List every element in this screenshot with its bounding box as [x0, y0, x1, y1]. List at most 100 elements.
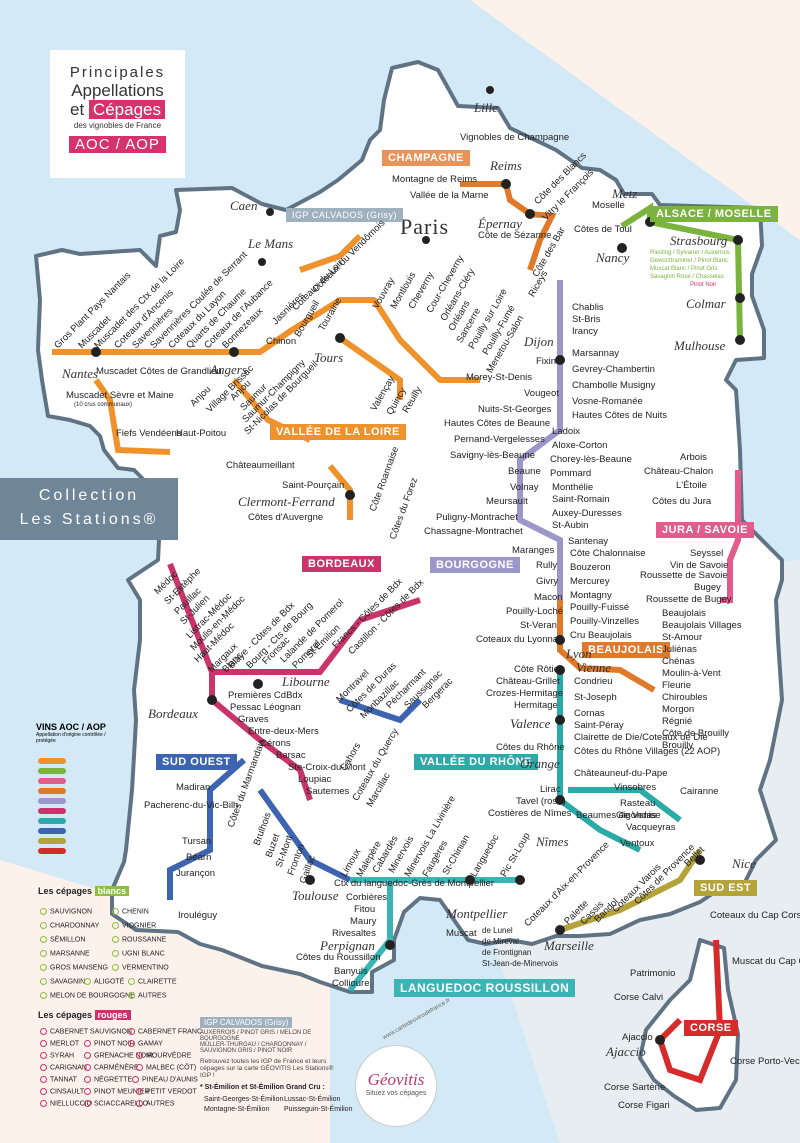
stn-languedoc: Côtes du Roussillon — [296, 952, 381, 963]
stn-bourgogne: Meursault — [486, 496, 528, 507]
legend-swatch — [38, 848, 66, 854]
legend-item: UGNI BLANC — [112, 950, 165, 957]
legend-item: TANNAT — [40, 1076, 77, 1083]
stn-beaujolais: Régnié — [662, 716, 693, 727]
stn-bourgogne: Pouilly-Vinzelles — [570, 616, 639, 627]
region-sudest: SUD EST — [694, 880, 758, 896]
stn-languedoc: Maury — [350, 916, 377, 927]
city-lyon: Lyon — [566, 646, 592, 661]
stn-jura: Château-Chalon — [644, 466, 714, 477]
city-angers: Angers — [210, 362, 247, 377]
legend-vins-subtitle: Appellation d'origine contrôlée / protég… — [36, 732, 106, 744]
stn-bourgogne: Côte Chalonnaise — [570, 548, 646, 559]
stn-rhone: Côtes du Rhône Villages (22 AOP) — [574, 746, 721, 757]
title-box: Principales Appellations et Cépages des … — [50, 50, 185, 178]
legend-item: CARIGNAN — [40, 1064, 87, 1071]
line-sudest — [559, 848, 703, 933]
stn-bourgogne: Saint-Romain — [552, 494, 610, 505]
stn-jura: Roussette de Bugey — [646, 594, 732, 605]
legend-item: CHARDONNAY — [40, 922, 99, 929]
stn-beaujolais: St-Amour — [662, 632, 703, 643]
city-epernay: Épernay — [478, 216, 523, 231]
stn-bourgogne: Chablis — [572, 302, 604, 313]
stn-bourgogne: Morey-St-Denis — [466, 372, 532, 383]
legend-rouges-title: Les cépages — [38, 1010, 93, 1020]
title-aop: AOP — [125, 136, 160, 153]
stn-champagne: Vallée de la Marne — [410, 190, 489, 201]
stn-bourgogne: St-Bris — [572, 314, 601, 325]
stn-languedoc: Rivesaltes — [332, 928, 376, 939]
stn-languedoc: Muscat — [446, 928, 477, 939]
city-libourne: Libourne — [282, 674, 330, 689]
stn-rhone: Château-Grillet — [496, 676, 560, 687]
city-paris: Paris — [400, 214, 449, 239]
stn-jura: L'Étoile — [676, 480, 707, 491]
title-line5: AOC / AOP — [50, 136, 185, 153]
stn-beaujolais: Côte de Brouilly — [662, 728, 730, 739]
logo-name: Géovitis — [367, 1070, 425, 1089]
legend-swatch — [38, 798, 66, 804]
city-clermont: Clermont-Ferrand — [238, 494, 335, 509]
line-sudouest-branch — [257, 788, 352, 883]
stn-bourgogne: Vosne-Romanée — [572, 396, 643, 407]
stn-alsace: Pinot Noir — [690, 282, 717, 288]
stn-languedoc: Collioure — [332, 978, 370, 989]
legend-item: AUTRES — [136, 1100, 174, 1107]
stn-bordeaux: Cérons — [260, 738, 291, 749]
region-jura: JURA / SAVOIE — [656, 522, 754, 538]
legend-item: CABERNET SAUVIGNON — [40, 1028, 132, 1035]
stn-beaujolais: Juliénas — [662, 644, 697, 655]
igp-calvados-tag: IGP CALVADOS (Grisy) — [286, 208, 404, 222]
legend-item: SAUVIGNON — [40, 908, 92, 915]
city-strasbourg: Strasbourg — [670, 233, 728, 248]
stn-beaujolais: Cru Beaujolais — [570, 630, 632, 641]
stn-corse: Corse Sartène — [604, 1082, 666, 1093]
stn-sudouest: Jurançon — [176, 868, 216, 879]
line-rhone-branch — [568, 787, 682, 823]
stn-loire: Muscadet Sèvre et Maine — [66, 390, 174, 401]
stn-languedoc: St-Jean-de-Minervois — [482, 959, 559, 968]
stn-bourgogne: Hautes Côtes de Beaune — [444, 418, 551, 429]
stn-bourgogne: Chambolle Musigny — [572, 380, 656, 391]
stn-loire: Saint-Pourçain — [282, 480, 345, 491]
stn-rhone: Gigondas — [616, 810, 657, 821]
stn-bourgogne: St-Aubin — [552, 520, 589, 531]
stn-languedoc: de Mireval — [482, 937, 519, 946]
region-bordeaux: BORDEAUX — [302, 556, 381, 572]
collection-banner: Collection Les Stations® — [0, 478, 178, 540]
title-line3: et Cépages — [50, 100, 185, 120]
legend-item: ROUSSANNE — [112, 936, 166, 943]
stn-beaujolais: Beaujolais — [662, 608, 706, 619]
stn-bourgogne: Marsannay — [572, 348, 619, 359]
legend-swatch — [38, 788, 66, 794]
stn-beaujolais: Chénas — [662, 656, 695, 667]
city-orange: Orange — [520, 756, 560, 771]
stn-alsace: Savagnin Rose / Chasselas — [650, 274, 724, 280]
stn-rhone: Lirac — [540, 784, 561, 795]
city-nimes: Nîmes — [536, 834, 569, 849]
stn-alsace: Gewurztraminer / Pinot Blanc — [650, 258, 729, 264]
stn-beaujolais: Brouilly — [662, 740, 694, 751]
stn-jura: Vin de Savoie — [670, 560, 729, 571]
stn-beaujolais: Moulin-à-Vent — [662, 668, 721, 679]
note-item: Montagne-St-Émilion — [204, 1106, 270, 1113]
legend-item: CLAIRETTE — [128, 978, 177, 985]
region-champagne: CHAMPAGNE — [382, 150, 470, 166]
legend-item: PINOT NOIR — [84, 1040, 135, 1047]
city-vienne: Vienne — [576, 660, 612, 675]
stn-bourgogne: Nuits-St-Georges — [478, 404, 552, 415]
legend-rouges-tag: rouges — [94, 1010, 131, 1020]
stn-beaujolais: Coteaux du Lyonnais — [476, 634, 565, 645]
stn-languedoc: Ctx du languedoc-Grès de Montpellier — [334, 878, 495, 889]
legend-blancs-tag: blancs — [94, 886, 130, 896]
legend-item: ALIGOTÉ — [84, 978, 124, 985]
legend-item: VERMENTINO — [112, 964, 169, 971]
legend-item: CHENIN — [112, 908, 149, 915]
igp-box: IGP CALVADOS (Grisy) AUXERROIS / PINOT G… — [200, 1017, 334, 1079]
city-tours: Tours — [314, 350, 344, 365]
stn-sudouest: Madiran — [176, 782, 211, 793]
note-item: Saint-Georges-St-Émilion — [204, 1096, 284, 1103]
line-rhone — [557, 670, 642, 853]
legend-item: GROS MANSENG — [40, 964, 108, 971]
legend-swatch — [38, 838, 66, 844]
